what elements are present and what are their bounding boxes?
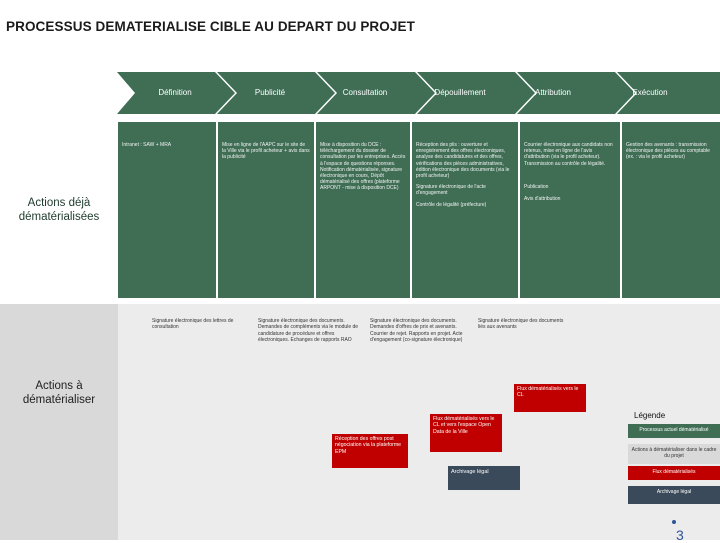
phase-chevron-attribution — [517, 72, 635, 114]
todo-definition: Signature électronique des lettres de co… — [152, 318, 234, 331]
phase-label-definition: Définition — [158, 88, 192, 97]
page-title: PROCESSUS DEMATERIALISE CIBLE AU DEPART … — [6, 19, 415, 34]
cell-done-publicite: Mise en ligne de l'AAPC sur le site de l… — [218, 122, 314, 298]
cell-text: Avis d'attribution — [524, 196, 561, 202]
phase-arrow-band — [117, 72, 720, 114]
todo-consultation: Signature électronique des documents. De… — [258, 318, 359, 344]
cell-text: Réception des plis : ouverture et enregi… — [416, 142, 510, 180]
legend-item-archive: Archivage légal — [628, 486, 720, 504]
flux-box-opendata: Flux dématérialisés vers le CL et vers l… — [430, 414, 502, 452]
phase-label-depouillement: Dépouillement — [434, 88, 486, 97]
cell-text: Publication — [524, 184, 549, 190]
todo-depouillement: Signature électronique des documents. De… — [370, 318, 463, 344]
phase-label-publicite: Publicité — [254, 88, 286, 97]
phase-label-attribution: Attribution — [534, 88, 572, 97]
phase-chevron-consultation — [317, 72, 435, 114]
page-dot-icon — [672, 520, 676, 524]
cell-done-consultation: Mise à disposition du DCE : téléchargeme… — [316, 122, 410, 298]
archive-box: Archivage légal — [448, 466, 520, 490]
cell-text: Intranet : SAW + MRA — [122, 142, 172, 148]
row-label-todo: Actions à dématérialiser — [22, 380, 96, 406]
flux-box-cl: Flux dématérialisés vers le CL — [514, 384, 586, 412]
page-number: 3 — [676, 527, 684, 543]
legend-item-flux: Flux dématérialisés — [628, 466, 720, 480]
cell-done-depouillement: Réception des plis : ouverture et enregi… — [412, 122, 518, 298]
cell-done-attribution: Courrier électronique aux candidats non … — [520, 122, 620, 298]
row-label-done: Actions déjà dématérialisées — [0, 196, 118, 224]
phase-label-consultation: Consultation — [342, 88, 388, 97]
row-header-todo — [0, 304, 118, 540]
offers-box-epm: Réception des offres post négociation vi… — [332, 434, 408, 468]
row-to-do-background — [0, 304, 720, 540]
cell-text: Signature électronique de l'acte d'engag… — [416, 184, 486, 197]
todo-attribution: Signature électronique des documents lié… — [478, 318, 564, 331]
cell-text: Mise à disposition du DCE : téléchargeme… — [320, 142, 406, 192]
legend-item-current: Processus actuel dématérialisé — [628, 424, 720, 438]
cell-text: Courrier électronique aux candidats non … — [524, 142, 613, 167]
phase-chevron-publicite — [217, 72, 335, 114]
phase-chevron-depouillement — [417, 72, 535, 114]
phase-label-execution: Exécution — [632, 88, 668, 97]
cell-done-definition: Intranet : SAW + MRA — [118, 122, 216, 298]
cell-done-execution: Gestion des avenants : transmission élec… — [622, 122, 720, 298]
cell-text: Gestion des avenants : transmission élec… — [626, 142, 710, 161]
legend-item-todo: Actions à dématérialiser dans le cadre d… — [628, 444, 720, 464]
phase-chevron-definition — [117, 72, 235, 114]
cell-text: Mise en ligne de l'AAPC sur le site de l… — [222, 142, 310, 161]
cell-text: Contrôle de légalité (préfecture) — [416, 202, 487, 208]
legend-title: Légende — [634, 411, 666, 420]
phase-chevron-execution — [617, 72, 720, 114]
